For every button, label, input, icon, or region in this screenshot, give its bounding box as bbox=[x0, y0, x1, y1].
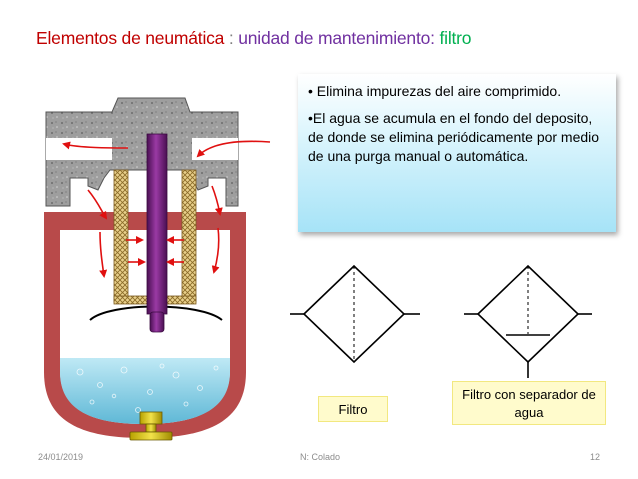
footer-page-number: 12 bbox=[590, 452, 601, 462]
symbol-filtro bbox=[290, 264, 420, 364]
footer-date: 24/01/2019 bbox=[38, 452, 84, 462]
symbol-filtro-separador bbox=[464, 264, 592, 378]
title-part1: Elementos de neumática bbox=[36, 28, 225, 48]
title-separator: : bbox=[224, 28, 239, 48]
airflow-arrows bbox=[62, 140, 271, 278]
filter-head bbox=[45, 97, 239, 207]
info-bullet-2: •El agua se acumula en el fondo del depo… bbox=[308, 110, 600, 164]
filtro-label: Filtro bbox=[318, 396, 388, 422]
water-reservoir bbox=[60, 358, 230, 424]
info-bullet-1: • Elimina impurezas del aire comprimido. bbox=[308, 83, 562, 99]
central-stem bbox=[146, 133, 168, 333]
title-part2: unidad de mantenimiento: bbox=[238, 28, 435, 48]
info-box: • Elimina impurezas del aire comprimido.… bbox=[298, 74, 616, 232]
title-part3: filtro bbox=[434, 28, 472, 48]
footer-author: N: Colado bbox=[300, 452, 341, 462]
drain-valve bbox=[129, 411, 173, 441]
filter-bowl bbox=[44, 212, 246, 438]
filtro-separador-label: Filtro con separador de agua bbox=[452, 381, 606, 425]
page-title: Elementos de neumática : unidad de mante… bbox=[36, 28, 472, 49]
